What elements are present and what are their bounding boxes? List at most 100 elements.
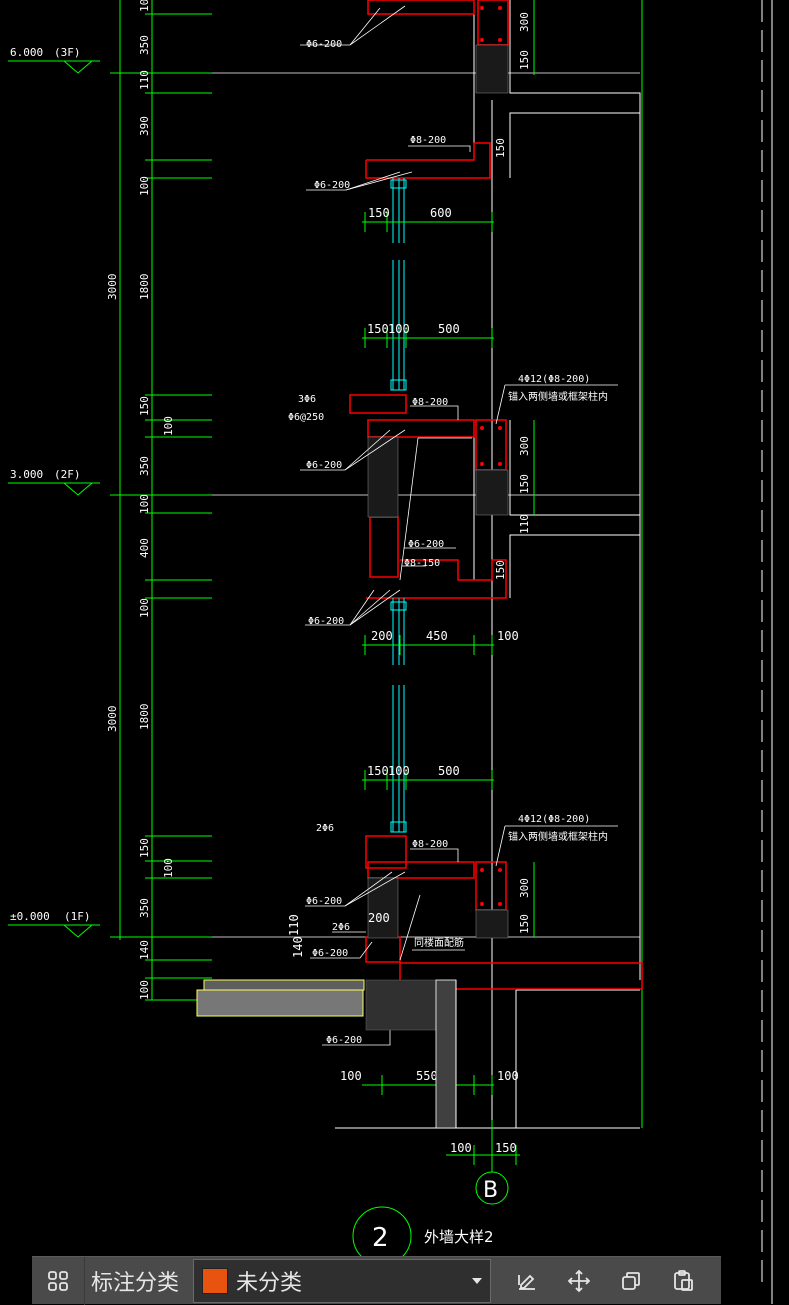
dim-text: 100 xyxy=(497,629,519,643)
edit-icon xyxy=(518,1274,536,1290)
rebar-label: 4Φ12(Φ8-200) xyxy=(518,814,590,825)
dim-text: 100 xyxy=(162,416,175,436)
level-floor: (2F) xyxy=(54,468,81,481)
dim-text: 400 xyxy=(138,538,151,558)
dim-text: 150 xyxy=(495,1141,517,1155)
dim-text: 390 xyxy=(138,116,151,136)
rebar-label: 锚入两侧墙或框架柱内 xyxy=(508,830,608,843)
level-floor: (3F) xyxy=(54,46,81,59)
grid-icon xyxy=(48,1270,68,1291)
rebar-label: Φ6-200 xyxy=(306,460,342,471)
copy-button[interactable] xyxy=(605,1257,657,1305)
rebar-label: Φ8-150 xyxy=(404,558,440,569)
rebar-label: Φ6-200 xyxy=(306,39,342,50)
view-frame xyxy=(761,0,773,1304)
paste-button[interactable] xyxy=(657,1257,709,1305)
rebar-label: Φ6-200 xyxy=(308,616,344,627)
chevron-down-icon xyxy=(472,1277,483,1284)
dim-text: 300 xyxy=(518,12,531,32)
detail-title: 外墙大样2 xyxy=(424,1228,494,1246)
level-value: 3.000 xyxy=(10,468,43,481)
concrete-members xyxy=(349,0,643,990)
dim-text: 1800 xyxy=(138,704,151,731)
dim-text: 200 xyxy=(368,911,390,925)
dim-text: 450 xyxy=(426,629,448,643)
dim-text: 100 xyxy=(388,322,410,336)
dim-text: 100 xyxy=(162,858,175,878)
paste-icon xyxy=(674,1269,693,1291)
dim-text: 110 xyxy=(518,514,531,534)
wall-outline xyxy=(335,0,641,1130)
window-glazing xyxy=(390,178,407,833)
category-label: 标注分类 xyxy=(84,1256,191,1305)
dim-text: 150 xyxy=(138,838,151,858)
copy-icon xyxy=(622,1271,640,1290)
move-icon xyxy=(567,1269,591,1292)
rebar-label: Φ6-200 xyxy=(314,180,350,191)
dim-text: 110 xyxy=(287,914,301,936)
axis-label: B xyxy=(483,1178,498,1203)
horizontal-dimensions xyxy=(362,0,535,1165)
dim-text: 150 xyxy=(518,50,531,70)
dim-text: 100 xyxy=(138,176,151,196)
move-button[interactable] xyxy=(553,1257,605,1305)
dim-text: 500 xyxy=(438,764,460,778)
dim-text: 150 xyxy=(518,474,531,494)
right-dimension-texts: 300 150 150 300 150 110 150 300 150 xyxy=(494,12,531,934)
dim-text: 140 xyxy=(138,940,151,960)
dim-text: 140 xyxy=(291,936,305,958)
dim-text: 600 xyxy=(430,206,452,220)
level-value: ±0.000 xyxy=(10,910,50,923)
detail-number: 2 xyxy=(372,1223,389,1253)
rebar-label: 锚入两侧墙或框架柱内 xyxy=(508,390,608,403)
rebar-label: 3Φ6 xyxy=(298,394,316,405)
dim-text: 150 xyxy=(494,560,507,580)
left-dimension-chain xyxy=(110,0,212,1001)
rebar-leaders xyxy=(300,5,618,1046)
rebar-label: 2Φ6 xyxy=(332,922,350,933)
rebar-label: 4Φ12(Φ8-200) xyxy=(518,374,590,385)
dim-text: 110 xyxy=(138,70,151,90)
axis-bubble: B xyxy=(475,1120,509,1205)
dim-text: 100 xyxy=(450,1141,472,1155)
dim-text: 100 xyxy=(138,980,151,1000)
rebar-label: Φ6-200 xyxy=(408,539,444,550)
concrete-hatch xyxy=(367,44,509,939)
dim-text: 550 xyxy=(416,1069,438,1083)
rebar-label: Φ6-200 xyxy=(326,1035,362,1046)
dim-text: 1800 xyxy=(138,274,151,301)
category-color-swatch xyxy=(202,1267,229,1294)
dim-text: 150 xyxy=(494,138,507,158)
rebar-label: 同楼面配筋 xyxy=(414,936,464,949)
level-floor: (1F) xyxy=(64,910,91,923)
dim-text: 300 xyxy=(518,878,531,898)
rebar-label: Φ6-200 xyxy=(312,948,348,959)
dim-text: 300 xyxy=(518,436,531,456)
dim-text: 150 xyxy=(518,914,531,934)
rebar-label: Φ8-200 xyxy=(412,397,448,408)
grid-button[interactable] xyxy=(32,1257,84,1305)
rebar-label: Φ8-200 xyxy=(410,135,446,146)
dim-text: 100 xyxy=(138,0,151,12)
dim-text: 150 xyxy=(367,764,389,778)
dim-text: 350 xyxy=(138,456,151,476)
dim-text: 100 xyxy=(497,1069,519,1083)
dim-text: 150 xyxy=(368,206,390,220)
dim-text: 100 xyxy=(340,1069,362,1083)
dim-text: 350 xyxy=(138,35,151,55)
floor-reference-lines xyxy=(212,72,640,938)
rebar-label: Φ8-200 xyxy=(412,839,448,850)
level-value: 6.000 xyxy=(10,46,43,59)
rebar-labels: Φ6-200 Φ8-200 Φ6-200 3Φ6 Φ6@250 Φ8-200 4… xyxy=(288,39,608,1046)
dim-text: 3000 xyxy=(106,274,119,301)
ground-foundation xyxy=(196,979,457,1129)
edit-button[interactable] xyxy=(501,1257,553,1305)
dim-text: 3000 xyxy=(106,706,119,733)
detail-callout: 2 外墙大样2 xyxy=(352,1206,494,1266)
dim-text: 100 xyxy=(138,598,151,618)
dim-text: 200 xyxy=(371,629,393,643)
dim-text: 150 xyxy=(367,322,389,336)
dim-text: 350 xyxy=(138,898,151,918)
category-select[interactable]: 未分类 xyxy=(193,1258,492,1303)
